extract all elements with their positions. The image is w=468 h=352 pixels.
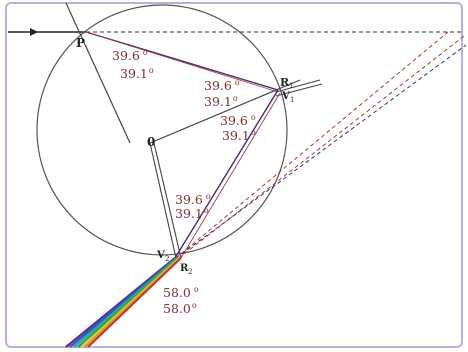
- svg-text:39.1o: 39.1o: [222, 128, 256, 143]
- angle-o-violet: 39.1: [222, 128, 250, 143]
- point-p-label: P: [76, 36, 85, 50]
- degree-symbol: o: [194, 285, 199, 294]
- r1-surface-b: [275, 83, 323, 97]
- svg-text:39.1o: 39.1o: [120, 66, 154, 81]
- svg-text:39.1o: 39.1o: [175, 206, 209, 221]
- violet-ray-r1-r2: [174, 89, 279, 259]
- degree-symbol: o: [206, 192, 211, 201]
- red-dashed-extension-b: [178, 35, 465, 259]
- svg-text:58.0o: 58.0o: [163, 285, 199, 300]
- degree-symbol: o: [149, 66, 154, 75]
- normal-line-r2-b: [153, 142, 182, 259]
- point-v1-label: V: [281, 91, 290, 102]
- raindrop-circle: [36, 4, 288, 256]
- normal-line-r1: [149, 79, 301, 144]
- incident-arrow-icon: [30, 28, 38, 36]
- degree-symbol: o: [251, 113, 256, 122]
- angle-r1-violet: 39.1: [204, 94, 232, 109]
- violet-dashed-extension: [175, 44, 467, 259]
- angle-p-violet: 39.1: [120, 66, 148, 81]
- point-v2-subscript: 2: [165, 255, 169, 263]
- angle-r2-red: 39.6: [175, 192, 203, 207]
- angle-exit-violet: 58.0: [163, 301, 191, 316]
- red-ray-r1-r2: [180, 92, 281, 259]
- degree-symbol: o: [143, 48, 148, 57]
- degree-symbol: o: [251, 128, 256, 137]
- red-dashed-extension: [175, 31, 449, 259]
- normal-line-r2-a: [149, 142, 177, 259]
- degree-symbol: o: [235, 78, 240, 87]
- svg-text:39.6o: 39.6o: [204, 78, 240, 93]
- svg-text:39.1o: 39.1o: [204, 94, 238, 109]
- degree-symbol: o: [192, 301, 197, 310]
- degree-symbol: o: [204, 206, 209, 215]
- red-ray-p-r1: [85, 31, 279, 93]
- point-v1-subscript: 1: [290, 96, 294, 104]
- normal-line-p: [65, 2, 131, 144]
- point-r2-subscript: 2: [188, 268, 192, 276]
- angle-r2-violet: 39.1: [175, 206, 203, 221]
- point-r1-subscript: 1: [289, 82, 293, 90]
- svg-text:39.6o: 39.6o: [112, 48, 148, 63]
- point-r1-label: R: [280, 76, 290, 89]
- angle-r1-red: 39.6: [204, 78, 232, 93]
- diagram-frame: [5, 2, 463, 348]
- angle-o-red: 39.6: [220, 113, 248, 128]
- svg-text:39.6o: 39.6o: [175, 192, 211, 207]
- point-r2-label: R: [180, 263, 189, 274]
- point-o-label: 0: [147, 135, 155, 149]
- r1-surface-a: [275, 79, 321, 93]
- angle-exit-red: 58.0: [163, 285, 191, 300]
- angle-p-red: 39.6: [112, 48, 140, 63]
- point-v2-label: V: [156, 250, 165, 261]
- svg-text:39.6o: 39.6o: [220, 113, 256, 128]
- svg-text:58.0o: 58.0o: [163, 301, 197, 316]
- degree-symbol: o: [233, 94, 238, 103]
- exit-spectrum: [65, 257, 182, 348]
